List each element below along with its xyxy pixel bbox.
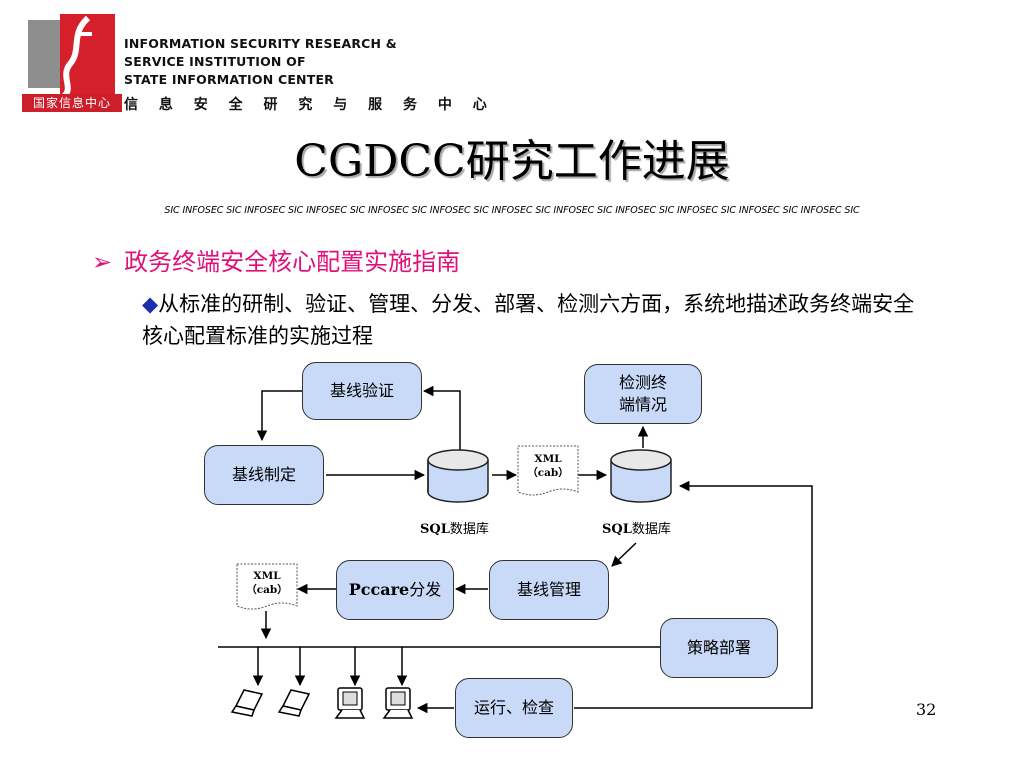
desktop-1-icon: [334, 687, 366, 719]
diamond-bullet-icon: ◆: [142, 292, 159, 316]
sql2-rest: 数据库: [631, 522, 671, 537]
laptop-1-icon: [230, 689, 264, 717]
desktop-2-icon: [382, 687, 414, 719]
box-run-check: 运行、检查: [455, 678, 573, 738]
box-detect-terminal: 检测终端情况: [584, 364, 702, 424]
xml-document-1-label: XML （cab）: [518, 452, 578, 480]
arrow-verify-to-make: [256, 390, 302, 442]
page-number: 32: [916, 700, 937, 719]
bullet-level-2-text: 从标准的研制、验证、管理、分发、部署、检测六方面，系统地描述政务终端安全核心配置…: [142, 292, 915, 348]
sql2-bold: SQL: [602, 522, 632, 537]
laptop-2-icon: [277, 689, 311, 717]
sql-database-2-label: SQL数据库: [602, 518, 671, 537]
box-baseline-verify: 基线验证: [302, 362, 422, 420]
logo-curve-icon: [61, 15, 92, 96]
doc1-line2: （cab）: [527, 467, 569, 479]
xml-document-1-icon: [517, 445, 579, 496]
sql-database-2-icon: [610, 449, 672, 503]
arrow-db2-to-manage: [611, 542, 637, 567]
logo-banner: 国家信息中心: [22, 94, 122, 112]
doc2-line2: （cab）: [246, 584, 288, 596]
doc2-line1: XML: [253, 570, 281, 582]
pccare-label-bold: Pccare: [348, 580, 410, 599]
box-baseline-manage: 基线管理: [489, 560, 609, 620]
slide-title: CGDCC研究工作进展: [294, 136, 730, 187]
xml-document-2-label: XML （cab）: [237, 569, 297, 597]
org-name-chinese: 信 息 安 全 研 究 与 服 务 中 心: [124, 97, 495, 113]
bullet-level-2: ◆从标准的研制、验证、管理、分发、部署、检测六方面，系统地描述政务终端安全核心配…: [142, 288, 922, 352]
logo-gray-block: [28, 20, 62, 88]
sql1-rest: 数据库: [449, 522, 489, 537]
sql1-bold: SQL: [420, 522, 450, 537]
org-name-line-1: INFORMATION SECURITY RESEARCH &: [124, 36, 397, 51]
xml-document-2-icon: [236, 563, 298, 610]
arrow-db1-to-verify: [422, 385, 461, 452]
box-baseline-make: 基线制定: [204, 445, 324, 505]
org-name-line-2: SERVICE INSTITUTION OF: [124, 54, 306, 69]
arrow-bullet-icon: ➢: [92, 248, 113, 276]
infosec-ticker: SIC INFOSEC SIC INFOSEC SIC INFOSEC SIC …: [164, 205, 860, 216]
org-name-line-3: STATE INFORMATION CENTER: [124, 72, 335, 87]
bullet-level-1: ➢ 政务终端安全核心配置实施指南: [92, 242, 460, 277]
bullet-level-1-text: 政务终端安全核心配置实施指南: [124, 248, 461, 276]
box-policy-deploy: 策略部署: [660, 618, 778, 678]
sql-database-1-label: SQL数据库: [420, 518, 489, 537]
pccare-label-rest: 分发: [409, 580, 442, 599]
sql-database-1-icon: [427, 449, 489, 503]
doc1-line1: XML: [534, 453, 562, 465]
arrow-runcheck-to-db2: [574, 480, 813, 709]
